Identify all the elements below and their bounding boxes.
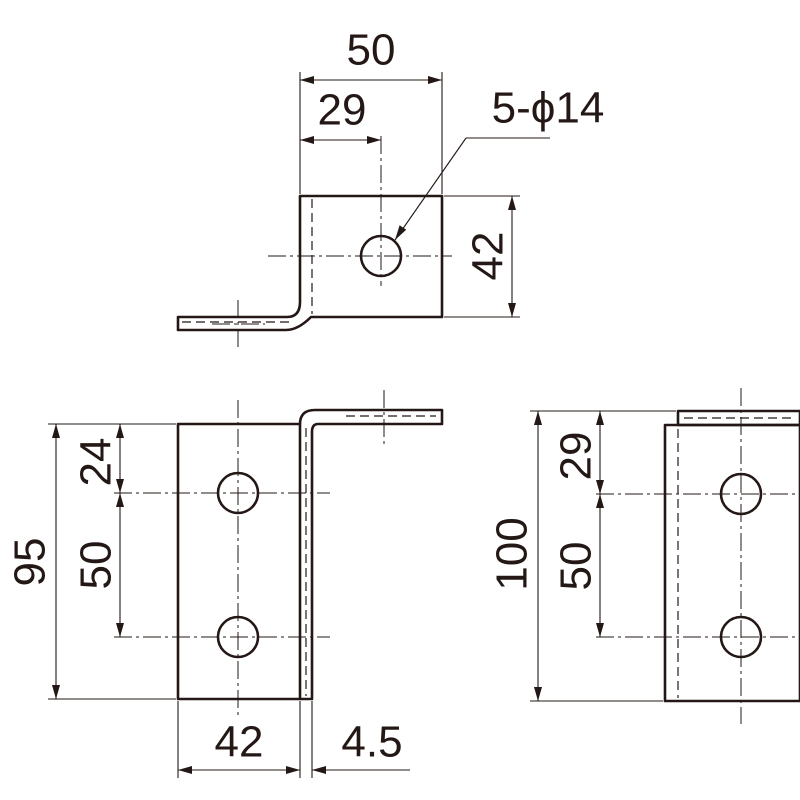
hole-callout: 5-ϕ14 [394, 84, 605, 241]
dim-top-height: 42 [444, 195, 520, 318]
right-view-plate [663, 423, 800, 703]
dim-top-width: 50 [299, 26, 443, 194]
right-view-back-flange [676, 409, 800, 427]
top-view: 50 29 5-ϕ14 42 [176, 26, 605, 350]
dim-left-top-offset: 24 [72, 424, 124, 493]
top-view-outline [176, 194, 444, 332]
dim-left-hole-pitch: 50 [72, 493, 124, 637]
dim-left-width-label: 42 [215, 718, 264, 767]
dim-left-overall-height: 95 [6, 423, 176, 700]
right-view: 100 29 50 [488, 388, 800, 724]
dim-left-width: 42 [177, 701, 313, 778]
dim-top-hole-offset-label: 29 [318, 86, 367, 135]
dim-left-thickness-label: 4.5 [341, 718, 402, 767]
dim-top-hole-offset: 29 [300, 86, 381, 144]
left-view-plate [176, 422, 302, 701]
dim-left-overall-height-label: 95 [6, 538, 55, 587]
dim-right-overall-height-label: 100 [488, 517, 537, 590]
dim-top-height-label: 42 [464, 232, 513, 281]
hole-callout-label: 5-ϕ14 [492, 84, 605, 133]
dim-left-thickness: 4.5 [312, 718, 410, 774]
dim-right-top-offset-label: 29 [552, 432, 601, 481]
dim-left-top-offset-label: 24 [72, 438, 121, 487]
left-view-flange [298, 408, 444, 701]
dim-right-hole-pitch: 50 [552, 494, 604, 637]
dim-right-hole-pitch-label: 50 [552, 542, 601, 591]
left-view: 95 24 50 42 4. [6, 390, 444, 778]
dim-right-overall-height: 100 [488, 410, 676, 702]
dim-left-hole-pitch-label: 50 [72, 541, 121, 590]
dim-right-top-offset: 29 [552, 411, 604, 494]
dim-top-width-label: 50 [347, 26, 396, 75]
